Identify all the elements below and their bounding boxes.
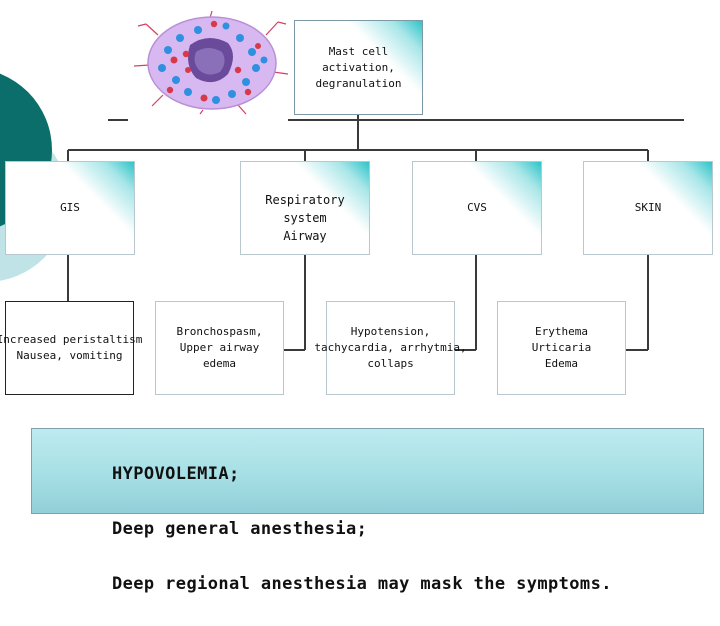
- symptom-node-gis: Increased peristaltism Nausea, vomiting: [0, 301, 142, 395]
- category-node-gis: GIS: [5, 161, 135, 255]
- category-label-cvs: CVS: [467, 201, 487, 214]
- warning-note-line-3: Deep regional anesthesia may mask the sy…: [112, 573, 612, 594]
- symptom-text-cvs: Hypotension, tachycardia, arrhytmia, col…: [314, 325, 467, 370]
- warning-note-line-2: Deep general anesthesia;: [112, 518, 368, 539]
- mast-cell-icon: [133, 10, 289, 115]
- symptom-node-cvs: Hypotension, tachycardia, arrhytmia, col…: [314, 301, 467, 395]
- category-node-respiratory: Respiratory system Airway: [240, 161, 370, 255]
- category-node-cvs: CVS: [412, 161, 542, 255]
- root-node-mast-cell: Mast cell activation, degranulation: [294, 20, 423, 115]
- category-node-skin: SKIN: [583, 161, 713, 255]
- category-label-gis: GIS: [60, 201, 80, 214]
- category-label-respiratory: Respiratory system Airway: [265, 193, 345, 243]
- symptom-node-skin: Erythema Urticaria Edema: [497, 301, 626, 395]
- category-label-skin: SKIN: [634, 201, 662, 214]
- symptom-text-skin: Erythema Urticaria Edema: [531, 325, 592, 370]
- symptom-text-respiratory: Bronchospasm, Upper airway edema: [176, 325, 263, 370]
- symptom-node-respiratory: Bronchospasm, Upper airway edema: [155, 301, 284, 395]
- warning-note: HYPOVOLEMIA; Deep general anesthesia; De…: [31, 428, 704, 594]
- root-node-text: Mast cell activation, degranulation: [315, 44, 402, 90]
- symptom-text-gis: Increased peristaltism Nausea, vomiting: [0, 333, 143, 362]
- warning-note-line-1: HYPOVOLEMIA;: [112, 463, 240, 484]
